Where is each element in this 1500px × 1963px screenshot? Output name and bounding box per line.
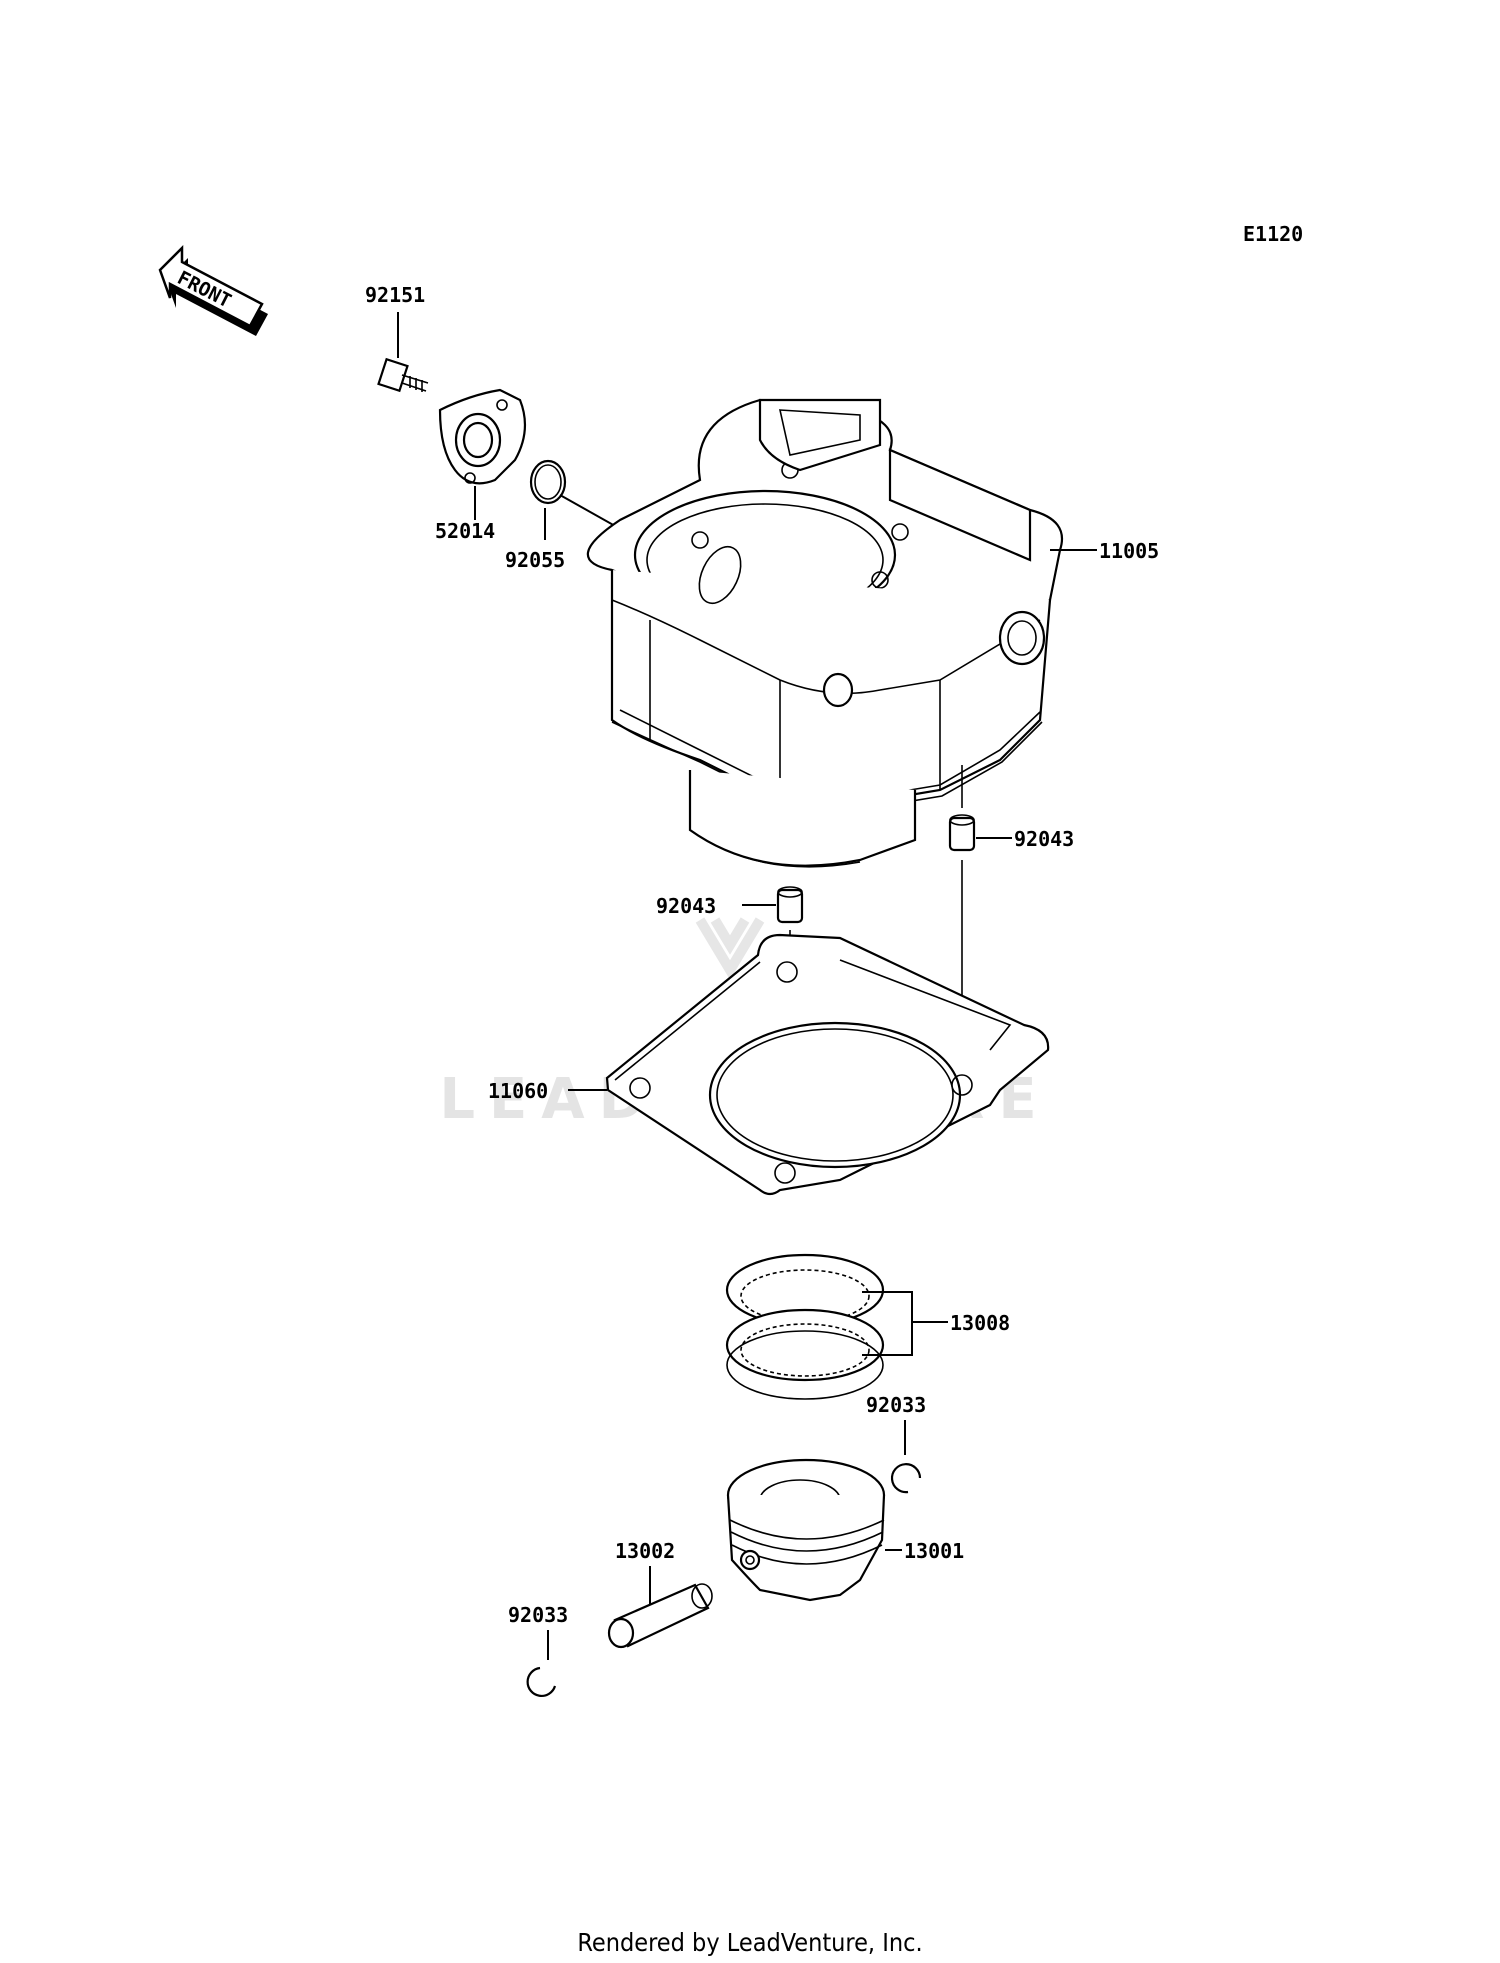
pin-part xyxy=(607,1583,713,1649)
holder-part xyxy=(438,388,527,485)
leader-rings xyxy=(862,1291,948,1356)
gasket-part xyxy=(605,933,1050,1196)
label-piston: 13001 xyxy=(904,1539,964,1563)
piston-part xyxy=(726,1458,886,1602)
label-oring: 92055 xyxy=(505,548,565,572)
label-rings: 13008 xyxy=(950,1311,1010,1335)
label-dowel-right: 92043 xyxy=(1014,827,1074,851)
oring-part xyxy=(529,459,567,505)
dowel-right-part xyxy=(948,814,976,852)
cylinder-part xyxy=(586,398,1064,868)
label-clip-right: 92033 xyxy=(866,1393,926,1417)
footer-credit: Rendered by LeadVenture, Inc. xyxy=(577,1928,923,1957)
dowel-left-part xyxy=(776,886,804,924)
label-gasket: 11060 xyxy=(488,1079,548,1103)
label-clip-left: 92033 xyxy=(508,1603,568,1627)
label-holder: 52014 xyxy=(435,519,495,543)
clip-left-part xyxy=(526,1666,557,1698)
label-bolt: 92151 xyxy=(365,283,425,307)
bolt-part xyxy=(377,357,429,393)
label-pin: 13002 xyxy=(615,1539,675,1563)
rings-part xyxy=(725,1253,885,1400)
diagram-code: E1120 xyxy=(1243,222,1303,246)
clip-right-part xyxy=(890,1463,922,1494)
label-dowel-left: 92043 xyxy=(656,894,716,918)
front-arrow-icon: FRONT xyxy=(158,244,268,336)
label-cylinder: 11005 xyxy=(1099,539,1159,563)
